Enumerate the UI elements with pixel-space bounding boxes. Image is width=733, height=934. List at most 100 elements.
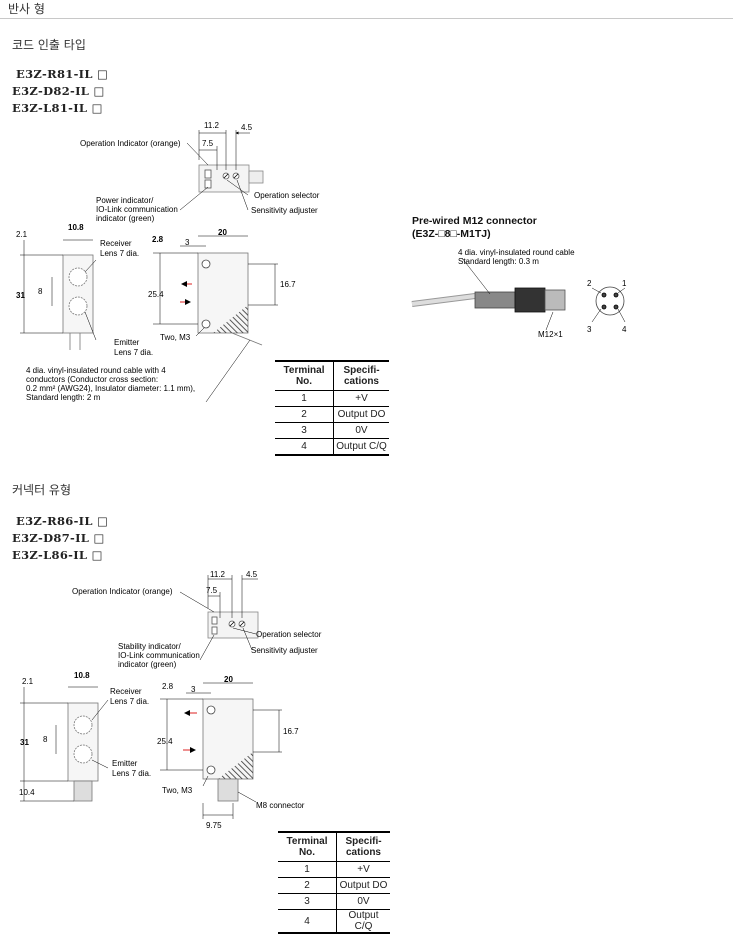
label-emitter: Emitter [112, 759, 138, 768]
label-mounting-holes: Two, M3 [162, 786, 193, 795]
dim-label: 10.8 [68, 223, 84, 232]
model-name: E3Z-L81-IL □ [12, 101, 103, 115]
dim-label: 25.4 [148, 290, 164, 299]
table-cell: Output C/Q [333, 438, 389, 456]
dim-label: 8 [43, 735, 48, 744]
section-title-cable: 코드 인출 타입 [12, 38, 86, 52]
pin-label: 2 [587, 279, 592, 288]
page-header: 반사 형 [0, 0, 733, 19]
model-name: E3Z-R81-IL □ [16, 67, 109, 81]
label-m8-connector: M8 connector [256, 801, 305, 810]
label-emitter: Emitter [114, 338, 140, 347]
dim-label: 16.7 [280, 280, 296, 289]
dim-label: 10.4 [19, 788, 35, 797]
label-emitter-lens: Lens 7 dia. [114, 348, 153, 357]
table-cell: Output DO [336, 877, 390, 894]
label-receiver: Receiver [110, 687, 142, 696]
label-receiver-lens: Lens 7 dia. [100, 249, 139, 258]
label-operation-selector: Operation selector [254, 191, 320, 200]
table-cell: 4 [278, 909, 337, 934]
table-cell: +V [336, 861, 390, 878]
label-m12-cable: Standard length: 0.3 m [458, 257, 539, 266]
dimension-drawing-connector-type: 11.2 4.5 7.5 Operation Indicator (orange… [19, 570, 322, 830]
dim-label: 2.1 [16, 230, 28, 239]
table-cell: 4 [275, 438, 334, 456]
dim-label: 8 [38, 287, 43, 296]
table-cell: 1 [278, 861, 337, 878]
dim-label: 31 [20, 738, 29, 747]
label-operation-indicator: Operation Indicator (orange) [80, 139, 181, 148]
label-m12-thread: M12×1 [538, 330, 563, 339]
model-name: E3Z-D82-IL □ [12, 84, 105, 98]
label-power-indicator: indicator (green) [96, 214, 155, 223]
dim-label: 31 [16, 291, 25, 300]
table-cell: 2 [275, 406, 334, 423]
table-cell: 1 [275, 390, 334, 407]
model-name: E3Z-D87-IL □ [12, 531, 105, 545]
dim-label: 3 [185, 238, 190, 247]
table-cell: Output DO [333, 406, 389, 423]
dimension-drawing-cable-type: 11.2 4.5 7.5 Operation Indicator (orange… [16, 121, 627, 403]
label-receiver: Receiver [100, 239, 132, 248]
label-cable-spec: 0.2 mm² (AWG24), Insulator diameter: 1.1… [26, 384, 195, 393]
table-cell: 3 [275, 422, 334, 439]
table-row: 1+V [278, 861, 390, 878]
label-sensitivity-adjuster: Sensitivity adjuster [251, 646, 318, 655]
label-power-indicator: Power indicator/ [96, 196, 154, 205]
dim-label: 7.5 [206, 586, 218, 595]
label-m12-cable: 4 dia. vinyl-insulated round cable [458, 248, 575, 257]
label-operation-indicator: Operation Indicator (orange) [72, 587, 173, 596]
dim-label: 2.1 [22, 677, 34, 686]
table-cell: 0V [333, 422, 389, 439]
dim-label: 11.2 [210, 570, 226, 579]
table-cell: 3 [278, 893, 337, 910]
dim-label: 4.5 [241, 123, 253, 132]
dim-label: 2.8 [152, 235, 164, 244]
dim-label: 20 [218, 228, 227, 237]
dim-label: 20 [224, 675, 233, 684]
dim-label: 7.5 [202, 139, 214, 148]
table-cell: 0V [336, 893, 390, 910]
dim-label: 4.5 [246, 570, 258, 579]
page-title: 반사 형 [8, 2, 45, 16]
label-power-indicator: IO-Link communication [96, 205, 178, 214]
pin-label: 3 [587, 325, 592, 334]
label-cable-spec: 4 dia. vinyl-insulated round cable with … [26, 366, 166, 375]
table-header: Specifi-cations [336, 831, 390, 862]
table-cell: 2 [278, 877, 337, 894]
label-stability-indicator: indicator (green) [118, 660, 177, 669]
table-cell: +V [333, 390, 389, 407]
model-name: E3Z-R86-IL □ [16, 514, 109, 528]
dim-label: 10.8 [74, 671, 90, 680]
m12-title-line: Pre-wired M12 connector [412, 215, 537, 227]
dim-label: 2.8 [162, 682, 174, 691]
dim-label: 25.4 [157, 737, 173, 746]
dim-label: 11.2 [204, 121, 220, 130]
m12-connector-title: Pre-wired M12 connector (E3Z-□8□-M1TJ) [412, 215, 537, 241]
dim-label: 16.7 [283, 727, 299, 736]
label-sensitivity-adjuster: Sensitivity adjuster [251, 206, 318, 215]
label-stability-indicator: IO-Link communication [118, 651, 200, 660]
label-emitter-lens: Lens 7 dia. [112, 769, 151, 778]
label-stability-indicator: Stability indicator/ [118, 642, 181, 651]
dim-label: 9.75 [206, 821, 222, 830]
label-mounting-holes: Two, M3 [160, 333, 191, 342]
table-header: Specifi-cations [333, 360, 389, 391]
label-operation-selector: Operation selector [256, 630, 322, 639]
dim-label: 3 [191, 685, 196, 694]
label-cable-spec: conductors (Conductor cross section: [26, 375, 158, 384]
section-title-connector: 커넥터 유형 [12, 483, 72, 497]
model-name: E3Z-L86-IL □ [12, 548, 103, 562]
